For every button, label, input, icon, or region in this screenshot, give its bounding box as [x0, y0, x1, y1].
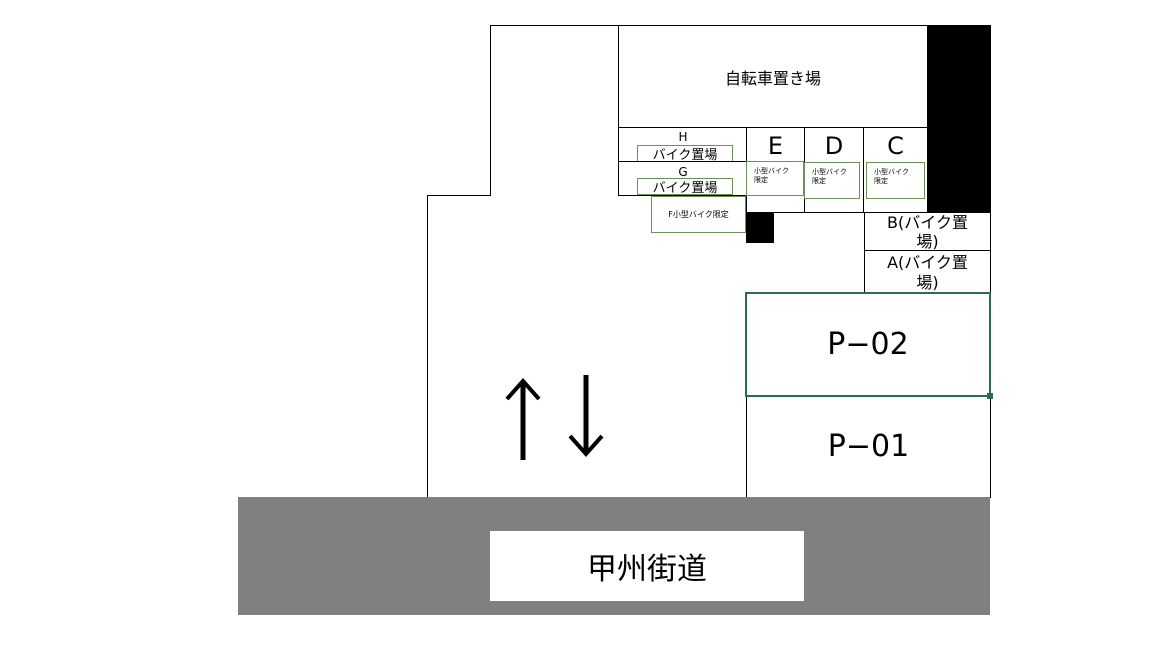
lot-outline-step	[427, 195, 491, 196]
bike-area-f[interactable]: F小型バイク限定	[651, 196, 746, 233]
bike-area-h-letter: H	[678, 130, 688, 144]
small-bike-slot-d-label: 小型バイク 限定	[804, 162, 860, 199]
bicycle-parking-label: 自転車置き場	[724, 68, 821, 88]
bike-slot-a[interactable]: A(バイク置 場)	[864, 250, 991, 294]
arrow-down-icon	[566, 375, 606, 460]
small-bike-slot-e-letter: E	[767, 132, 784, 160]
pillar-block	[746, 212, 774, 243]
bike-area-h-label-box: バイク置場	[637, 145, 733, 163]
bike-slot-b[interactable]: B(バイク置 場)	[864, 212, 991, 251]
selection-resize-handle[interactable]	[987, 393, 993, 399]
bike-area-g-letter: G	[678, 165, 688, 179]
lot-outline-left-lower	[427, 195, 428, 497]
bike-area-g-label-box: バイク置場	[637, 178, 733, 196]
small-bike-slot-e-label: 小型バイク 限定	[746, 161, 804, 196]
road-name-label: 甲州街道	[490, 531, 804, 601]
arrow-up-icon	[504, 375, 544, 460]
wall-block-right	[927, 25, 991, 213]
car-space-p01[interactable]: P−01	[746, 395, 991, 498]
lot-outline-left-upper	[490, 25, 491, 196]
small-bike-slot-d-letter: D	[824, 132, 844, 160]
bicycle-parking-area[interactable]: 自転車置き場	[618, 25, 928, 128]
small-bike-slot-c-letter: C	[887, 132, 904, 160]
car-space-p02[interactable]: P−02	[745, 292, 991, 397]
small-bike-slot-c-label: 小型バイク 限定	[866, 162, 925, 199]
